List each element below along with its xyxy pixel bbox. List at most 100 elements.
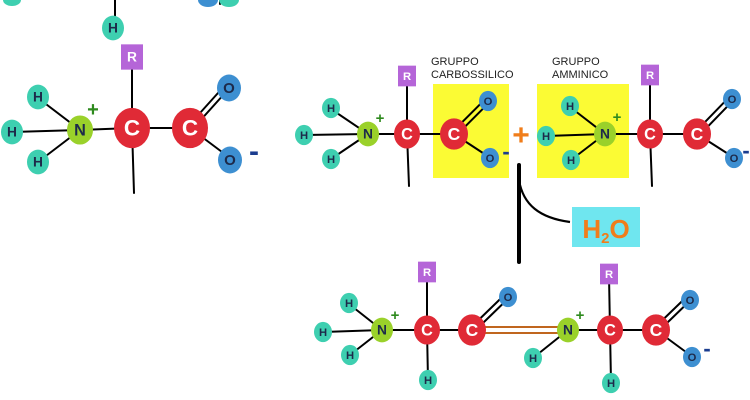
- nitrogen-sphere: [594, 121, 616, 147]
- nitrogen-atom: N: [371, 317, 393, 343]
- negative-charge: -: [502, 139, 509, 164]
- carbon-sphere: [642, 314, 670, 346]
- hydrogen-symbol: H: [566, 101, 574, 113]
- r-group-box: [600, 263, 618, 285]
- hydrogen-atom: H: [341, 344, 359, 366]
- nitrogen-atom: N: [67, 115, 93, 145]
- positive-charge: +: [613, 109, 622, 126]
- carbon-symbol: C: [644, 125, 656, 143]
- nitrogen-sphere: [557, 317, 579, 343]
- hydrogen-sphere: [340, 292, 358, 314]
- hydrogen-atom: H: [1, 119, 23, 145]
- hydrogen-atom: H: [314, 321, 332, 343]
- nitrogen-sphere: [67, 115, 93, 145]
- carbon-symbol: C: [650, 320, 663, 340]
- nitrogen-symbol: N: [563, 323, 573, 338]
- hydrogen-sphere: [295, 124, 313, 146]
- r-group-atom: R: [600, 263, 618, 285]
- hydrogen-sphere: [341, 344, 359, 366]
- oxygen-sphere: [217, 74, 241, 102]
- r-group-atom: R: [641, 64, 659, 86]
- hydrogen-sphere-partial: [3, 0, 21, 6]
- nitrogen-atom: N: [594, 121, 616, 147]
- nitrogen-atom: N: [557, 317, 579, 343]
- oxygen-symbol: O: [686, 295, 695, 307]
- hydrogen-symbol: H: [424, 375, 432, 387]
- negative-charge: -: [703, 336, 710, 361]
- nitrogen-symbol: N: [74, 121, 86, 139]
- carbon-atom: C: [642, 314, 670, 346]
- hydrogen-atom: H: [27, 84, 49, 110]
- positive-charge: +: [576, 307, 585, 324]
- positive-charge: +: [391, 307, 400, 324]
- hydrogen-atom: H: [322, 148, 340, 170]
- nitrogen-sphere: [357, 121, 379, 147]
- carbon-atom: C: [172, 107, 208, 149]
- hydrogen-symbol: H: [345, 298, 353, 310]
- hydrogen-atom: H: [295, 124, 313, 146]
- hydrogen-atom: H: [340, 292, 358, 314]
- carbon-atom: C: [440, 118, 468, 150]
- oxygen-symbol: O: [223, 80, 235, 97]
- plus-sign: +: [512, 119, 530, 152]
- positive-charge: +: [87, 99, 99, 121]
- hydrogen-symbol: H: [327, 154, 335, 166]
- hydrogen-atom: H: [419, 369, 437, 391]
- water-subscript: 2: [601, 230, 609, 247]
- hydrogen-atom: H: [27, 149, 49, 175]
- oxygen-symbol: O: [688, 352, 697, 364]
- r-group-atom: R: [418, 261, 436, 283]
- r-group-symbol: R: [403, 71, 411, 83]
- nitrogen-sphere: [371, 317, 393, 343]
- hydrogen-symbol: H: [346, 350, 354, 362]
- oxygen-symbol: O: [730, 153, 739, 165]
- carbon-atom: C: [394, 119, 420, 149]
- carbon-atom: C: [458, 314, 486, 346]
- hydrogen-symbol: H: [33, 155, 43, 170]
- r-group-box: [398, 65, 416, 87]
- hydrogen-symbol: H: [327, 103, 335, 115]
- hydrogen-sphere: [537, 125, 555, 147]
- oxygen-symbol: O: [504, 292, 513, 304]
- hydrogen-atom: H: [537, 125, 555, 147]
- oxygen-sphere: [681, 289, 699, 311]
- negative-charge: -: [249, 135, 259, 168]
- r-group-atom: R: [121, 44, 143, 70]
- oxygen-symbol: O: [728, 94, 737, 106]
- oxygen-sphere: [479, 90, 497, 112]
- nitrogen-symbol: N: [377, 323, 387, 338]
- r-group-box: [641, 64, 659, 86]
- oxygen-atom: O: [217, 74, 241, 102]
- oxygen-atom: O: [725, 147, 743, 169]
- carbon-symbol: C: [604, 321, 616, 339]
- hydrogen-symbol: H: [319, 327, 327, 339]
- hydrogen-symbol: H: [542, 131, 550, 143]
- carbon-atom: C: [114, 107, 150, 149]
- hydrogen-atom: H: [322, 97, 340, 119]
- hydrogen-atom: H: [524, 347, 542, 369]
- r-group-symbol: R: [127, 50, 137, 65]
- carbon-symbol: C: [691, 124, 704, 144]
- carbon-symbol: C: [448, 124, 461, 144]
- oxygen-symbol: O: [486, 153, 495, 165]
- carbon-sphere: [394, 119, 420, 149]
- water-label: H2O: [582, 214, 629, 247]
- hydrogen-sphere: [322, 148, 340, 170]
- hydrogen-symbol: H: [567, 155, 575, 167]
- oxygen-atom: O: [723, 88, 741, 110]
- oxygen-atom: O: [218, 146, 242, 174]
- carbon-sphere: [414, 315, 440, 345]
- carbon-sphere: [172, 107, 208, 149]
- r-group-box: [418, 261, 436, 283]
- hydrogen-sphere: [561, 95, 579, 117]
- hydrogen-sphere: [102, 15, 124, 41]
- positive-charge: +: [376, 110, 385, 127]
- carbon-symbol: C: [401, 125, 413, 143]
- hydrogen-sphere: [602, 372, 620, 394]
- hydrogen-atom: H: [602, 372, 620, 394]
- carbon-sphere: [458, 314, 486, 346]
- hydrogen-atom: H: [562, 149, 580, 171]
- oxygen-atom: O: [499, 286, 517, 308]
